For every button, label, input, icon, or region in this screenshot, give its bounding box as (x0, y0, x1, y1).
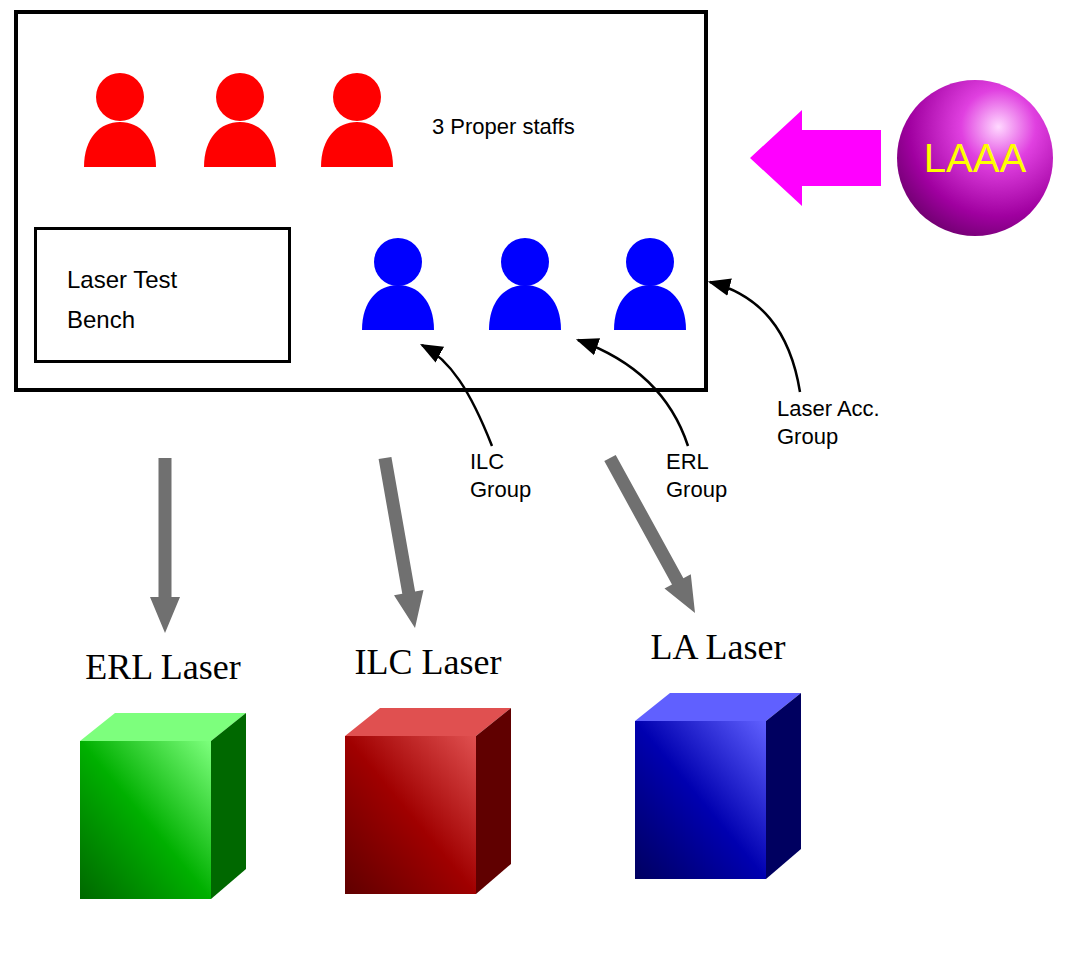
test-bench-box: Laser Test Bench (34, 227, 291, 363)
group-caption: 3 Proper staffs (432, 114, 575, 140)
sphere-label: LAAA (924, 136, 1026, 181)
cube-shape (340, 706, 516, 896)
leader-line (422, 282, 800, 446)
red-staff (84, 73, 393, 167)
la-laser-cube: LA Laser (630, 625, 806, 881)
output-arrow (379, 457, 424, 628)
ilc-laser-cube: ILC Laser (340, 640, 516, 896)
cube-shape (630, 691, 806, 881)
cube-label: ILC Laser (355, 640, 502, 684)
input-arrow (750, 110, 881, 206)
staff-frame: 3 Proper staffsLaser Test Bench (14, 10, 708, 392)
blue-staff (362, 238, 686, 330)
cube-label: LA Laser (651, 625, 786, 669)
laaa-sphere: LAAA (897, 80, 1053, 236)
erl-laser-cube: ERL Laser (75, 645, 251, 901)
cube-label: ERL Laser (85, 645, 241, 689)
group-label: Laser Acc. Group (775, 395, 899, 451)
cube-shape (75, 711, 251, 901)
group-label: ERL Group (664, 448, 743, 504)
group-label: ILC Group (468, 448, 547, 504)
box-label: Laser Test Bench (67, 260, 217, 340)
output-arrow (150, 458, 180, 633)
